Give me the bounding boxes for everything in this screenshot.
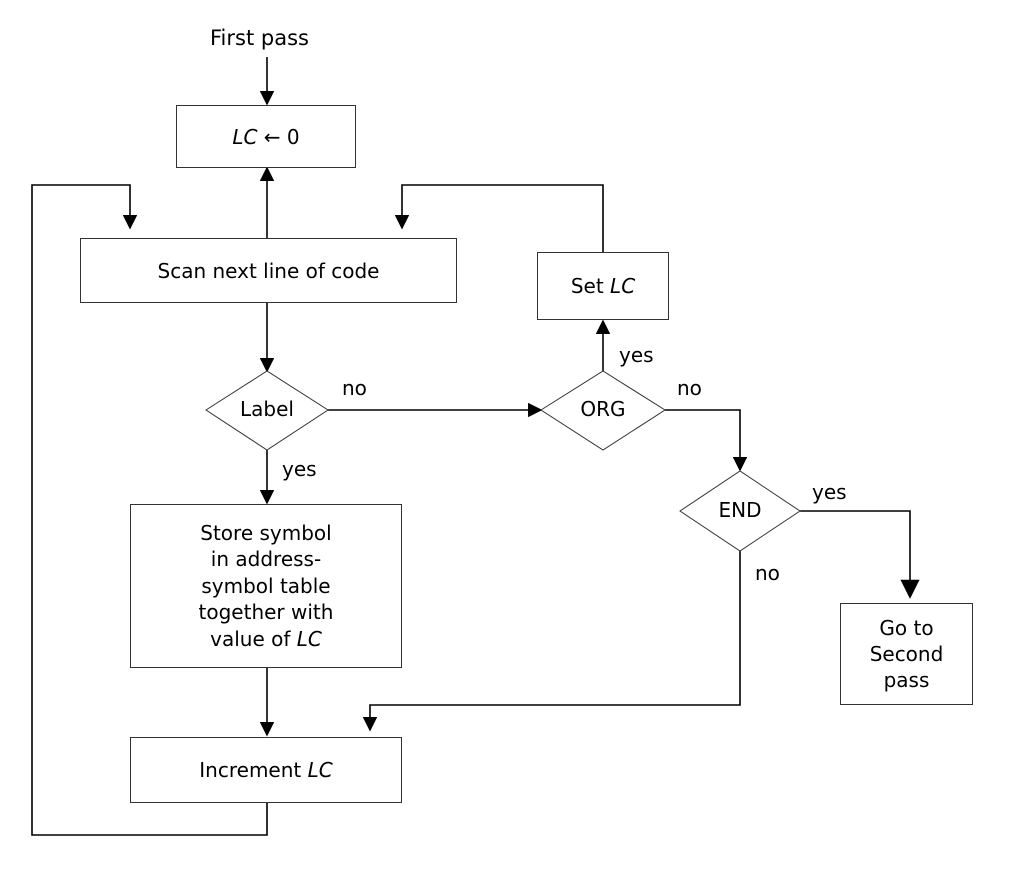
arrow-setlc-to-scan xyxy=(394,184,604,252)
store-lc-variable: LC xyxy=(296,626,322,651)
decision-end-text: END xyxy=(718,498,762,522)
init-assign-text: ← 0 xyxy=(257,124,300,149)
init-lc-box: LC ← 0 xyxy=(176,105,356,168)
scan-next-line-box: Scan next line of code xyxy=(80,238,457,303)
arrow-end-to-secondpass xyxy=(800,510,920,599)
set-lc-box: Set LC xyxy=(537,252,669,320)
lc-variable: LC xyxy=(232,124,258,149)
org-no-branch: no xyxy=(677,376,702,400)
arrow-org-to-end xyxy=(665,409,748,472)
set-lc-variable: LC xyxy=(610,274,636,298)
second-pass-line-2: Second xyxy=(869,642,944,666)
set-lc-prefix: Set xyxy=(570,274,611,298)
loop-increment-to-scan xyxy=(31,184,268,836)
increment-lc-box: Increment LC xyxy=(130,737,402,803)
second-pass-box: Go to Second pass xyxy=(840,603,973,705)
org-yes-branch: yes xyxy=(619,343,654,367)
increment-lc-variable: LC xyxy=(307,758,333,782)
second-pass-line-3: pass xyxy=(883,668,930,692)
second-pass-line-1: Go to xyxy=(879,616,934,640)
first-pass-label: First pass xyxy=(210,26,309,50)
decision-end-shape xyxy=(679,470,801,552)
arrow-end-to-increment xyxy=(362,551,741,732)
store-line-4: together with xyxy=(198,600,334,625)
decision-label-shape xyxy=(205,370,329,451)
decision-org-shape xyxy=(540,370,666,451)
store-line-1: Store symbol xyxy=(200,521,332,546)
decision-label-text: Label xyxy=(240,397,294,421)
store-line-3: symbol table xyxy=(201,573,331,598)
decision-org-text: ORG xyxy=(580,397,626,421)
increment-prefix: Increment xyxy=(199,758,308,782)
end-yes-branch: yes xyxy=(812,480,847,504)
label-no-branch: no xyxy=(342,376,367,400)
store-line-5-prefix: value of xyxy=(210,626,297,651)
store-line-2: in address- xyxy=(210,547,322,572)
end-no-branch: no xyxy=(755,561,780,585)
scan-next-line-text: Scan next line of code xyxy=(157,258,380,283)
label-yes-branch: yes xyxy=(282,457,317,481)
store-symbol-box: Store symbol in address- symbol table to… xyxy=(130,504,402,668)
